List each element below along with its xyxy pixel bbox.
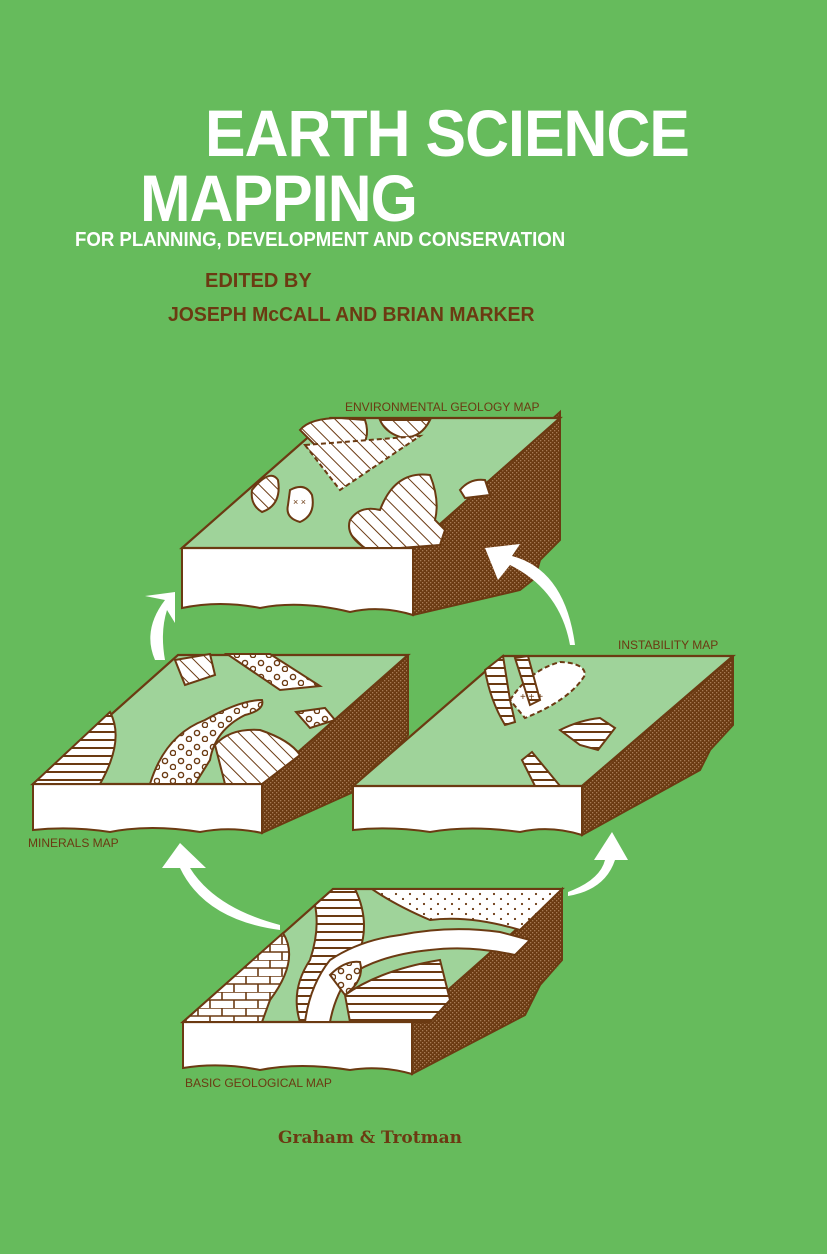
label-basic-geological: BASIC GEOLOGICAL MAP [185,1076,332,1090]
svg-text:+ + +: + + + [520,692,543,703]
block-basic-geological [180,886,565,1076]
title-line-1: EARTH SCIENCE [205,96,690,170]
arrow-instability-to-environmental [485,544,575,645]
label-environmental-geology: ENVIRONMENTAL GEOLOGY MAP [345,400,539,414]
label-instability: INSTABILITY MAP [618,638,718,652]
edited-by-label: EDITED BY [205,270,312,292]
subtitle: FOR PLANNING, DEVELOPMENT AND CONSERVATI… [75,229,566,251]
svg-text:× ×: × × [293,497,306,507]
editors: JOSEPH McCALL AND BRIAN MARKER [168,304,535,326]
title-line-2: MAPPING [140,161,418,235]
block-environmental-geology: × × [179,409,563,617]
arrow-minerals-to-environmental [145,592,175,660]
block-minerals [30,652,411,835]
publisher: Graham & Trotman [278,1128,462,1148]
arrow-basic-to-instability [568,832,628,896]
block-instability: + + + [350,654,736,837]
label-minerals: MINERALS MAP [28,836,119,850]
arrow-basic-to-minerals [162,843,280,930]
